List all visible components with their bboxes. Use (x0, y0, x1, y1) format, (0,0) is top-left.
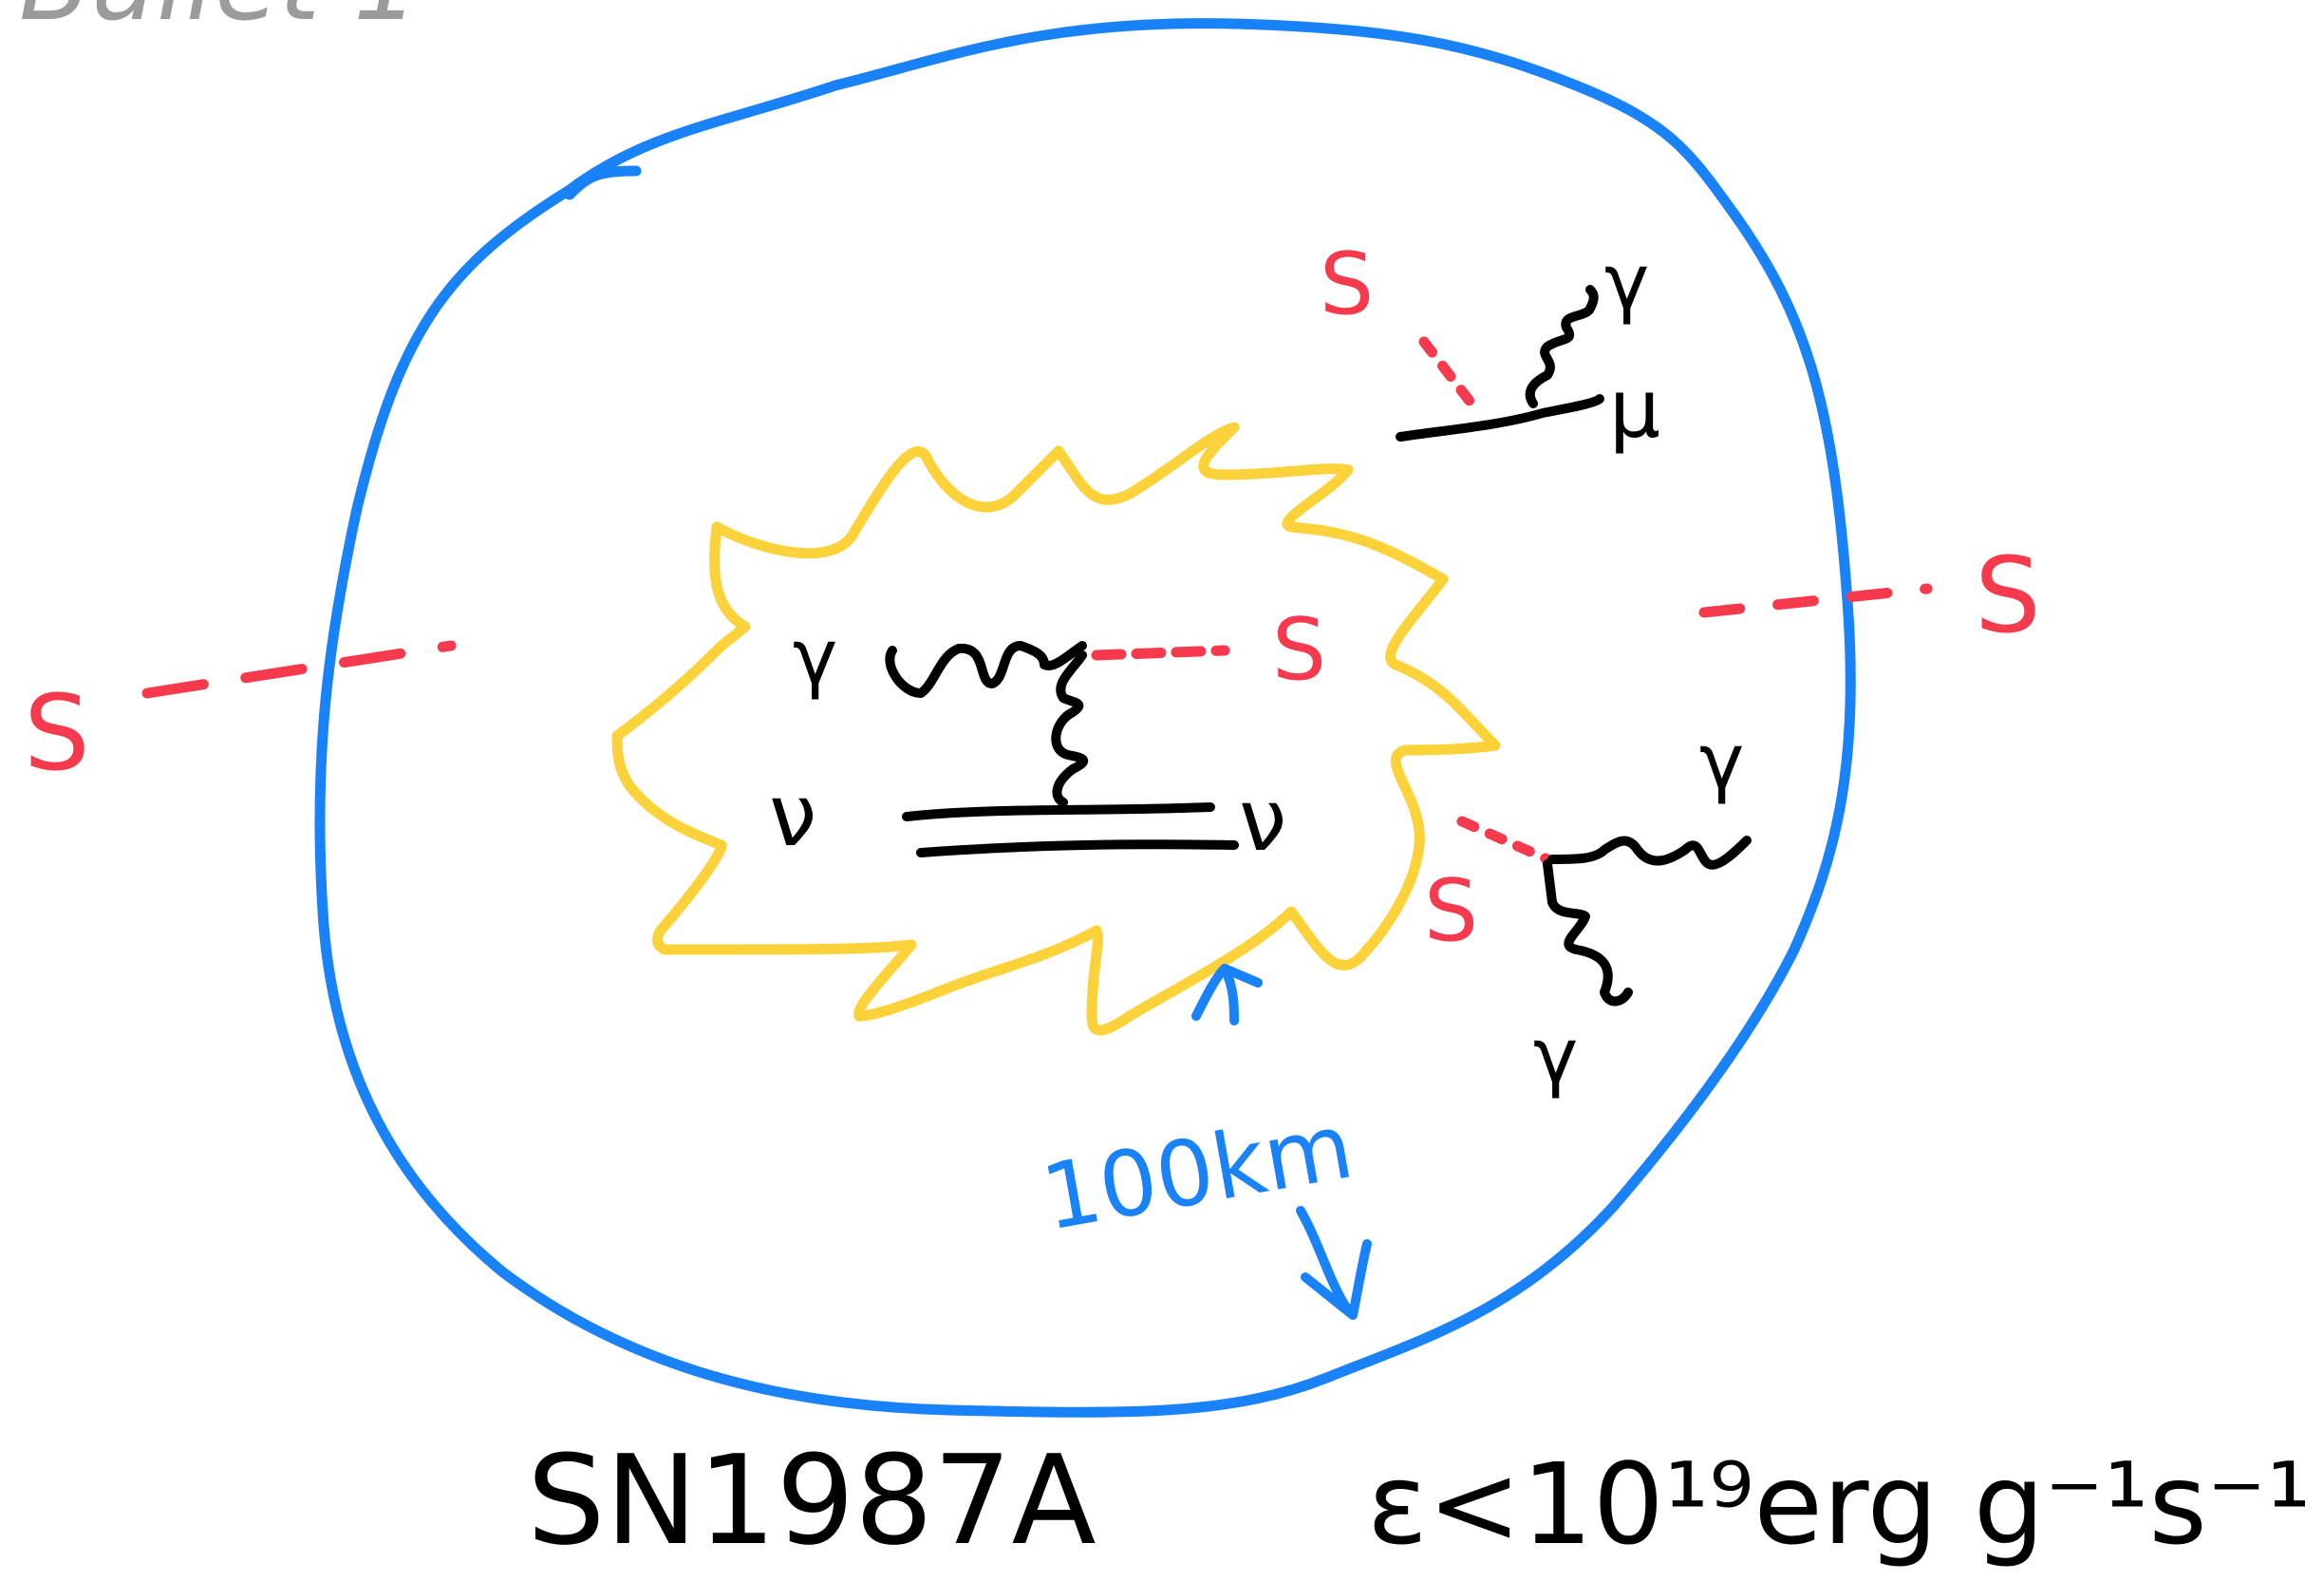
radius-scale-annotation: 100km (1035, 964, 1372, 1320)
lower-photon-line-down (1543, 859, 1633, 1007)
exploding-core-outline (611, 422, 1501, 1036)
left-scalar-escape: S (24, 640, 457, 794)
left-scalar-dashed-line (141, 640, 457, 699)
core-gamma-label: γ (793, 613, 837, 702)
upper-scalar-dotted-line (1418, 336, 1477, 409)
scale-arrow-up (1191, 964, 1263, 1026)
core-scalar-label: S (1272, 600, 1326, 700)
caption-constraint: ε<10¹⁹erg g⁻¹s⁻¹ (1367, 1439, 2311, 1570)
lower-right-decay: S γ γ (1424, 718, 1752, 1101)
lower-scalar-dotted-line (1456, 816, 1553, 865)
upper-scalar-label: S (1320, 235, 1374, 334)
lower-gamma-label-down: γ (1533, 1012, 1578, 1101)
core-nu-in-label: ν (769, 766, 816, 866)
core-nucleon-line-lower (916, 839, 1239, 857)
upper-gamma-label: γ (1604, 238, 1649, 327)
right-scalar-label: S (1975, 535, 2041, 656)
lower-photon-line-right (1547, 836, 1752, 870)
upper-photon-line (1525, 285, 1599, 408)
outer-boundary-stroke-start (564, 165, 642, 200)
partial-heading: Bullet 1 (19, 0, 420, 44)
core-scalar-dotted-line (1091, 645, 1230, 661)
core-process: γ S ν ν (769, 600, 1326, 871)
supernova-outer-boundary (314, 18, 1856, 1418)
lower-scalar-label: S (1424, 861, 1478, 961)
right-scalar-escape: S (1698, 535, 2041, 656)
upper-muon-line (1396, 394, 1604, 442)
right-scalar-dashed-line (1698, 583, 1933, 618)
upper-right-decay: S γ μ (1320, 235, 1660, 457)
left-scalar-label: S (24, 672, 90, 794)
core-vertical-photon (1051, 650, 1089, 807)
scale-arrow-down (1296, 1206, 1372, 1320)
lower-gamma-label-right: γ (1699, 718, 1744, 806)
core-photon-line (885, 641, 1087, 698)
core-nu-out-label: ν (1239, 771, 1286, 871)
core-nucleon-line-upper (902, 802, 1215, 821)
upper-mu-label: μ (1609, 363, 1660, 457)
caption-event: SN1987A (527, 1428, 1096, 1572)
